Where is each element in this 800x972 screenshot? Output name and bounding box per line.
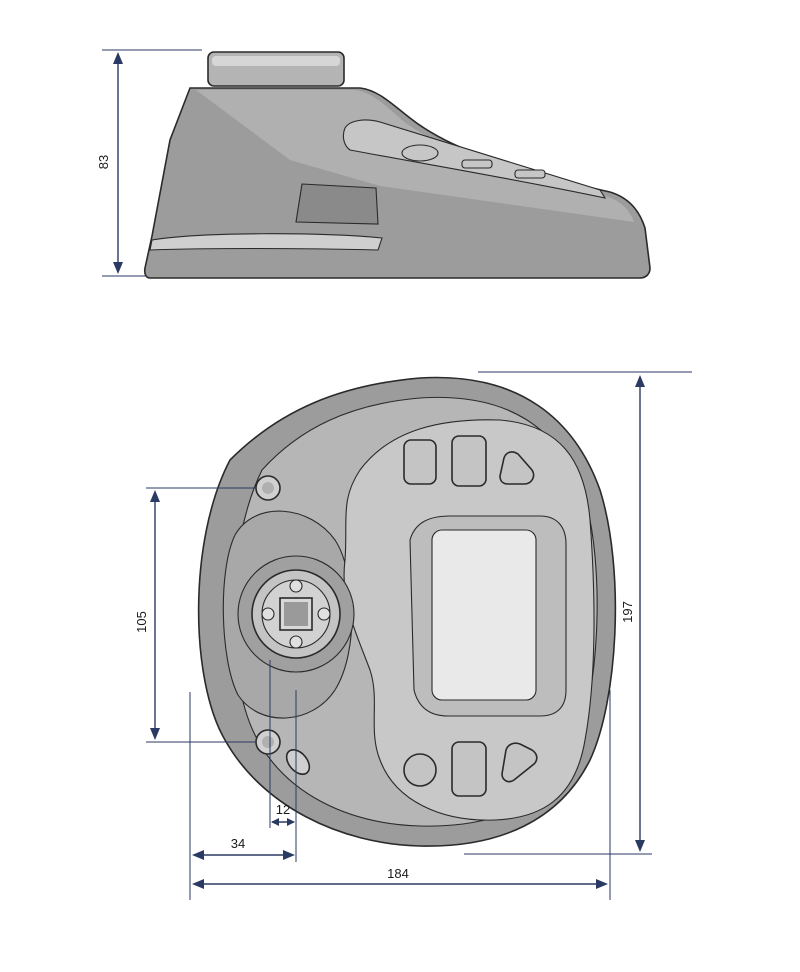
dim-label-197: 197 [620,601,635,623]
mount-hole-top-inner [262,482,274,494]
arrow-12-left [271,818,279,826]
top-button-1 [403,439,437,485]
side-ridge [149,233,383,251]
drive-screw-bottom [289,635,303,649]
side-button-2 [461,159,493,169]
bottom-button [451,741,487,797]
dim-label-83: 83 [96,155,111,169]
arrow-197-top [635,375,645,387]
arrow-105-top [150,490,160,502]
square-drive-inner [284,602,308,626]
side-view: 83 [96,49,651,279]
dim-label-184: 184 [387,866,409,881]
bottom-arrow-button [501,742,538,783]
dim-label-12: 12 [276,802,290,817]
dim-label-34: 34 [231,836,245,851]
top-button-2 [451,435,487,487]
drive-screw-right [317,607,331,621]
side-button-3 [514,169,546,179]
arrow-83-bottom [113,262,123,274]
drive-screw-left [261,607,275,621]
arrow-184-right [596,879,608,889]
round-button [403,753,437,787]
arrow-83-top [113,52,123,64]
arrow-197-bottom [635,840,645,852]
arrow-34-right [283,850,295,860]
mount-hole-bottom-inner [262,736,274,748]
top-view: 105 197 12 34 184 [134,371,692,900]
side-button-1 [401,144,439,162]
side-cap-highlight [212,56,340,66]
dim-label-105: 105 [134,611,149,633]
arrow-34-left [192,850,204,860]
display-screen [431,529,537,701]
arrow-105-bottom [150,728,160,740]
arrow-12-right [287,818,295,826]
arrow-184-left [192,879,204,889]
drive-screw-top [289,579,303,593]
side-window [295,183,379,225]
release-knob [285,749,311,775]
top-arrow-button [499,451,535,485]
